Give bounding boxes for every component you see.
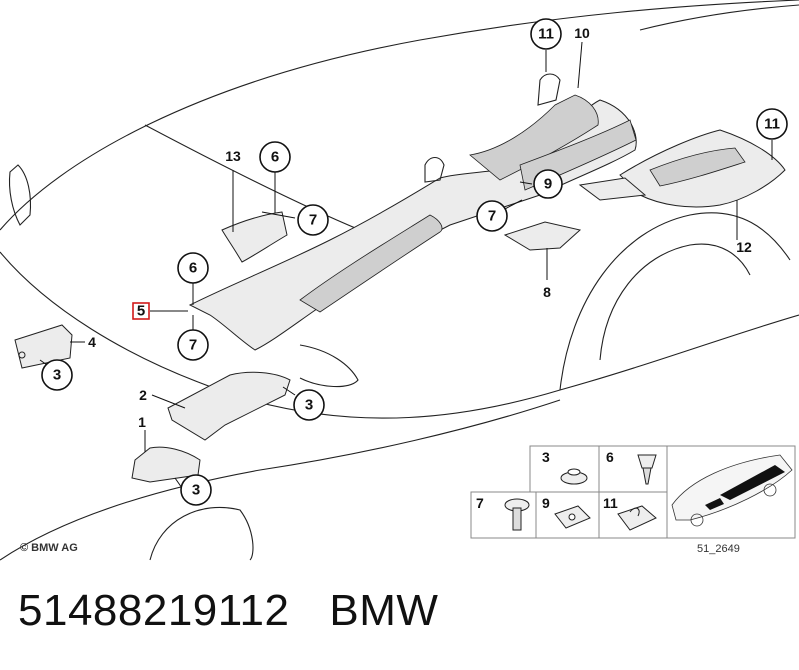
leader-lines bbox=[39, 41, 773, 489]
bracket-8 bbox=[503, 221, 582, 251]
callout-9-text: 9 bbox=[544, 176, 552, 193]
fastener-inset: 3 6 7 9 11 bbox=[470, 445, 796, 555]
callout-5-highlighted: 5 bbox=[132, 302, 150, 320]
callout-7-left: 7 bbox=[177, 329, 209, 361]
callout-7-top-text: 7 bbox=[309, 212, 317, 229]
clip-nut-icon bbox=[560, 468, 588, 485]
callout-5-text: 5 bbox=[137, 303, 145, 320]
tunnel-heat-shield bbox=[188, 73, 637, 351]
small-shield-13 bbox=[221, 211, 288, 263]
expanding-rivet-icon bbox=[637, 454, 657, 485]
callout-3-mid: 3 bbox=[293, 389, 325, 421]
car-outline bbox=[0, 0, 799, 561]
callout-6-top-text: 6 bbox=[271, 149, 279, 166]
callout-3-mid-text: 3 bbox=[305, 397, 313, 414]
callout-6-left: 6 bbox=[177, 252, 209, 284]
inset-label-6: 6 bbox=[606, 449, 614, 465]
part-caption: 51488219112 BMW bbox=[18, 586, 478, 636]
callout-6-left-text: 6 bbox=[189, 260, 197, 277]
callout-9: 9 bbox=[533, 169, 563, 199]
drawing-number: 51_2649 bbox=[697, 543, 740, 555]
label-8: 8 bbox=[543, 284, 551, 300]
label-10: 10 bbox=[574, 25, 590, 41]
brand-name: BMW bbox=[329, 586, 439, 635]
mini-car-icon bbox=[671, 454, 793, 527]
callout-11-right-text: 11 bbox=[764, 116, 780, 133]
callout-3-left-text: 3 bbox=[53, 367, 61, 384]
label-12: 12 bbox=[736, 239, 752, 255]
inset-label-9: 9 bbox=[542, 495, 550, 511]
front-parts bbox=[14, 324, 291, 483]
inset-label-7: 7 bbox=[476, 495, 484, 511]
callout-7-mid: 7 bbox=[476, 200, 508, 232]
rear-heat-shield bbox=[578, 129, 786, 208]
callout-3-bottom: 3 bbox=[180, 474, 212, 506]
label-13: 13 bbox=[225, 148, 241, 164]
callout-11-top: 11 bbox=[530, 18, 562, 50]
inset-label-3: 3 bbox=[542, 449, 550, 465]
callout-7-left-text: 7 bbox=[189, 337, 197, 354]
screw-icon bbox=[504, 498, 530, 531]
callout-6-top: 6 bbox=[259, 141, 291, 173]
label-1: 1 bbox=[138, 414, 146, 430]
callout-7-top: 7 bbox=[297, 204, 329, 236]
callout-3-bottom-text: 3 bbox=[192, 482, 200, 499]
label-2: 2 bbox=[139, 387, 147, 403]
label-4: 4 bbox=[88, 334, 96, 350]
inset-label-11: 11 bbox=[603, 495, 618, 511]
speed-nut-icon bbox=[554, 505, 591, 529]
callout-11-right: 11 bbox=[756, 108, 788, 140]
spring-clip-icon bbox=[617, 505, 657, 531]
copyright-text: © BMW AG bbox=[20, 542, 78, 554]
callout-11-top-text: 11 bbox=[538, 26, 554, 43]
part-number: 51488219112 bbox=[18, 586, 290, 635]
callout-7-mid-text: 7 bbox=[488, 208, 496, 225]
callout-3-left: 3 bbox=[41, 359, 73, 391]
